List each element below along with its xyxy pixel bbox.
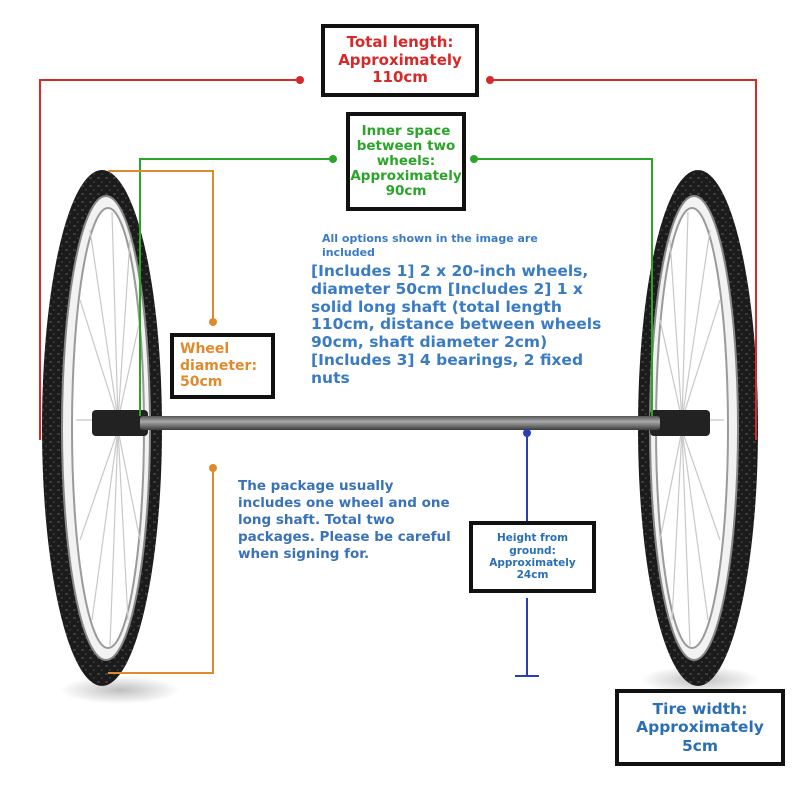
total-length-marker-left	[296, 76, 304, 84]
total-length-label: Total length: Approximately 110cm	[321, 24, 479, 97]
height-from-ground-label: Height from ground: Approximately 24cm	[469, 521, 596, 593]
wheel-diameter-dimension	[108, 170, 214, 674]
inner-space-marker-left	[329, 155, 337, 163]
wheel-diameter-label: Wheel diameter: 50cm	[170, 333, 275, 399]
height-dimension	[515, 434, 539, 677]
height-marker	[523, 429, 531, 437]
right-wheel	[638, 170, 758, 686]
tire-width-label: Tire width: Approximately 5cm	[615, 689, 785, 766]
includes-description: [Includes 1] 2 x 20-inch wheels, diamete…	[311, 262, 602, 387]
inner-space-label: Inner space between two wheels: Approxim…	[346, 112, 466, 211]
wheel-diameter-marker-bottom	[209, 464, 217, 472]
left-wheel-shadow	[60, 676, 180, 704]
package-note: The package usually includes one wheel a…	[238, 478, 451, 562]
total-length-marker-right	[486, 76, 494, 84]
all-options-note: All options shown in the image are inclu…	[322, 232, 538, 259]
inner-space-marker-right	[470, 155, 478, 163]
inner-space-dimension	[139, 158, 653, 416]
left-hub	[92, 410, 148, 436]
wheel-diameter-marker-top	[209, 318, 217, 326]
total-length-dimension	[39, 79, 757, 440]
left-wheel	[42, 170, 162, 686]
right-hub	[650, 410, 710, 436]
axle-shaft	[140, 416, 660, 430]
